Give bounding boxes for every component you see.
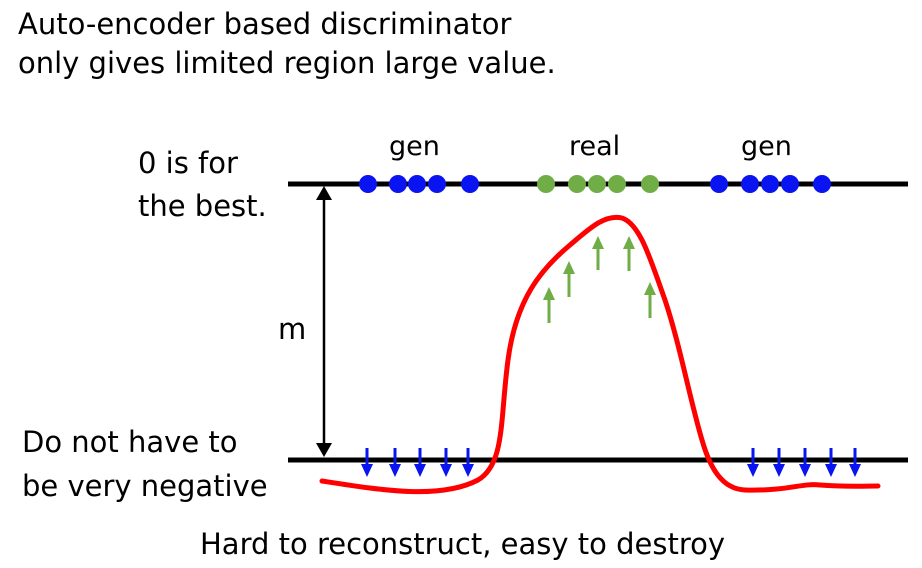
gen-point xyxy=(781,175,799,193)
top-label-line-2: the best. xyxy=(138,189,267,223)
blue-down-arrow xyxy=(849,448,861,477)
blue-down-arrow xyxy=(747,448,759,477)
green-up-arrow xyxy=(563,261,575,297)
bottom-label-line-1: Do not have to xyxy=(22,425,238,459)
blue-down-arrow xyxy=(440,448,452,477)
blue-down-arrow xyxy=(825,448,837,477)
margin-label: m xyxy=(278,312,307,346)
title-line-1: Auto-encoder based discriminator xyxy=(18,7,512,41)
real-point xyxy=(641,175,659,193)
real-label: real xyxy=(569,131,621,162)
bottom-label-line-2: be very negative xyxy=(22,469,268,503)
margin-arrow xyxy=(316,186,332,457)
gen-point xyxy=(761,175,779,193)
discriminator-curve xyxy=(319,214,881,495)
green-up-arrow xyxy=(623,236,635,271)
green-arrows xyxy=(543,236,656,323)
gen-point xyxy=(813,175,831,193)
gen-point xyxy=(428,175,446,193)
green-up-arrow xyxy=(592,236,604,270)
real-point xyxy=(608,175,626,193)
gen-point xyxy=(408,175,426,193)
real-point xyxy=(568,175,586,193)
gen-point xyxy=(389,175,407,193)
real-points xyxy=(537,175,659,193)
real-point xyxy=(537,175,555,193)
gen-point xyxy=(741,175,759,193)
blue-down-arrow xyxy=(361,448,373,477)
blue-down-arrow xyxy=(799,448,811,477)
blue-down-arrow xyxy=(389,448,401,477)
gen-points-right xyxy=(710,175,831,193)
green-up-arrow xyxy=(644,282,656,318)
green-up-arrow xyxy=(543,287,555,323)
gen-point xyxy=(461,175,479,193)
title-line-2: only gives limited region large value. xyxy=(18,46,556,80)
blue-arrows-right xyxy=(747,448,861,477)
top-label-line-1: 0 is for xyxy=(138,146,238,180)
gen-point xyxy=(710,175,728,193)
blue-arrows-left xyxy=(361,448,474,477)
gen-point xyxy=(359,175,377,193)
caption: Hard to reconstruct, easy to destroy xyxy=(200,527,726,561)
blue-down-arrow xyxy=(414,448,426,477)
real-point xyxy=(588,175,606,193)
blue-down-arrow xyxy=(773,448,785,477)
gen-points-left xyxy=(359,175,479,193)
gen-label-left: gen xyxy=(389,131,440,162)
gen-label-right: gen xyxy=(741,131,792,162)
blue-down-arrow xyxy=(462,448,474,477)
